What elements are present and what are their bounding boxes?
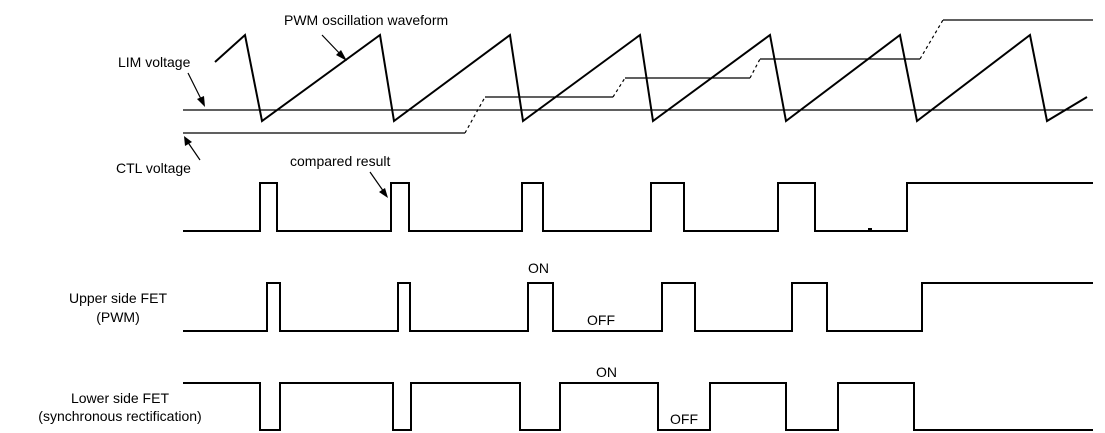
upper-off-label: OFF: [587, 312, 615, 328]
lower-off-label: OFF: [670, 411, 698, 427]
ctl-voltage-transition-1: [464, 96, 486, 134]
compared-result-arrowhead: [379, 188, 388, 198]
upper-fet-label-line2: (PWM): [96, 309, 140, 325]
upper-on-label: ON: [528, 260, 549, 276]
lower-on-label: ON: [596, 364, 617, 380]
ctl-voltage-transition-3: [749, 58, 761, 79]
lim-voltage-arrowhead: [197, 96, 205, 107]
lower-fet-label-line2: (synchronous rectification): [38, 408, 201, 424]
ctl-voltage-arrowhead: [184, 136, 192, 146]
compared-result-arrow: [369, 171, 385, 193]
lim-voltage-arrow: [187, 72, 203, 102]
lower-fet-label-line1: Lower side FET: [71, 390, 169, 406]
pwm-oscillation-label: PWM oscillation waveform: [284, 12, 448, 28]
ctl-voltage-transition-2: [612, 77, 626, 98]
upper-fet-label-line1: Upper side FET: [69, 290, 167, 306]
lower-fet-waveform: [183, 382, 1093, 431]
ctl-voltage-transition-4: [919, 19, 944, 60]
upper-fet-waveform: [183, 282, 1093, 332]
ctl-voltage-label: CTL voltage: [116, 160, 191, 176]
compared-result-label: compared result: [290, 153, 390, 169]
pwm-oscillation-arrowhead: [336, 50, 347, 61]
lim-voltage-label: LIM voltage: [118, 54, 191, 70]
compared-result-waveform: [183, 182, 1093, 232]
ctl-voltage-arrow: [186, 140, 201, 161]
